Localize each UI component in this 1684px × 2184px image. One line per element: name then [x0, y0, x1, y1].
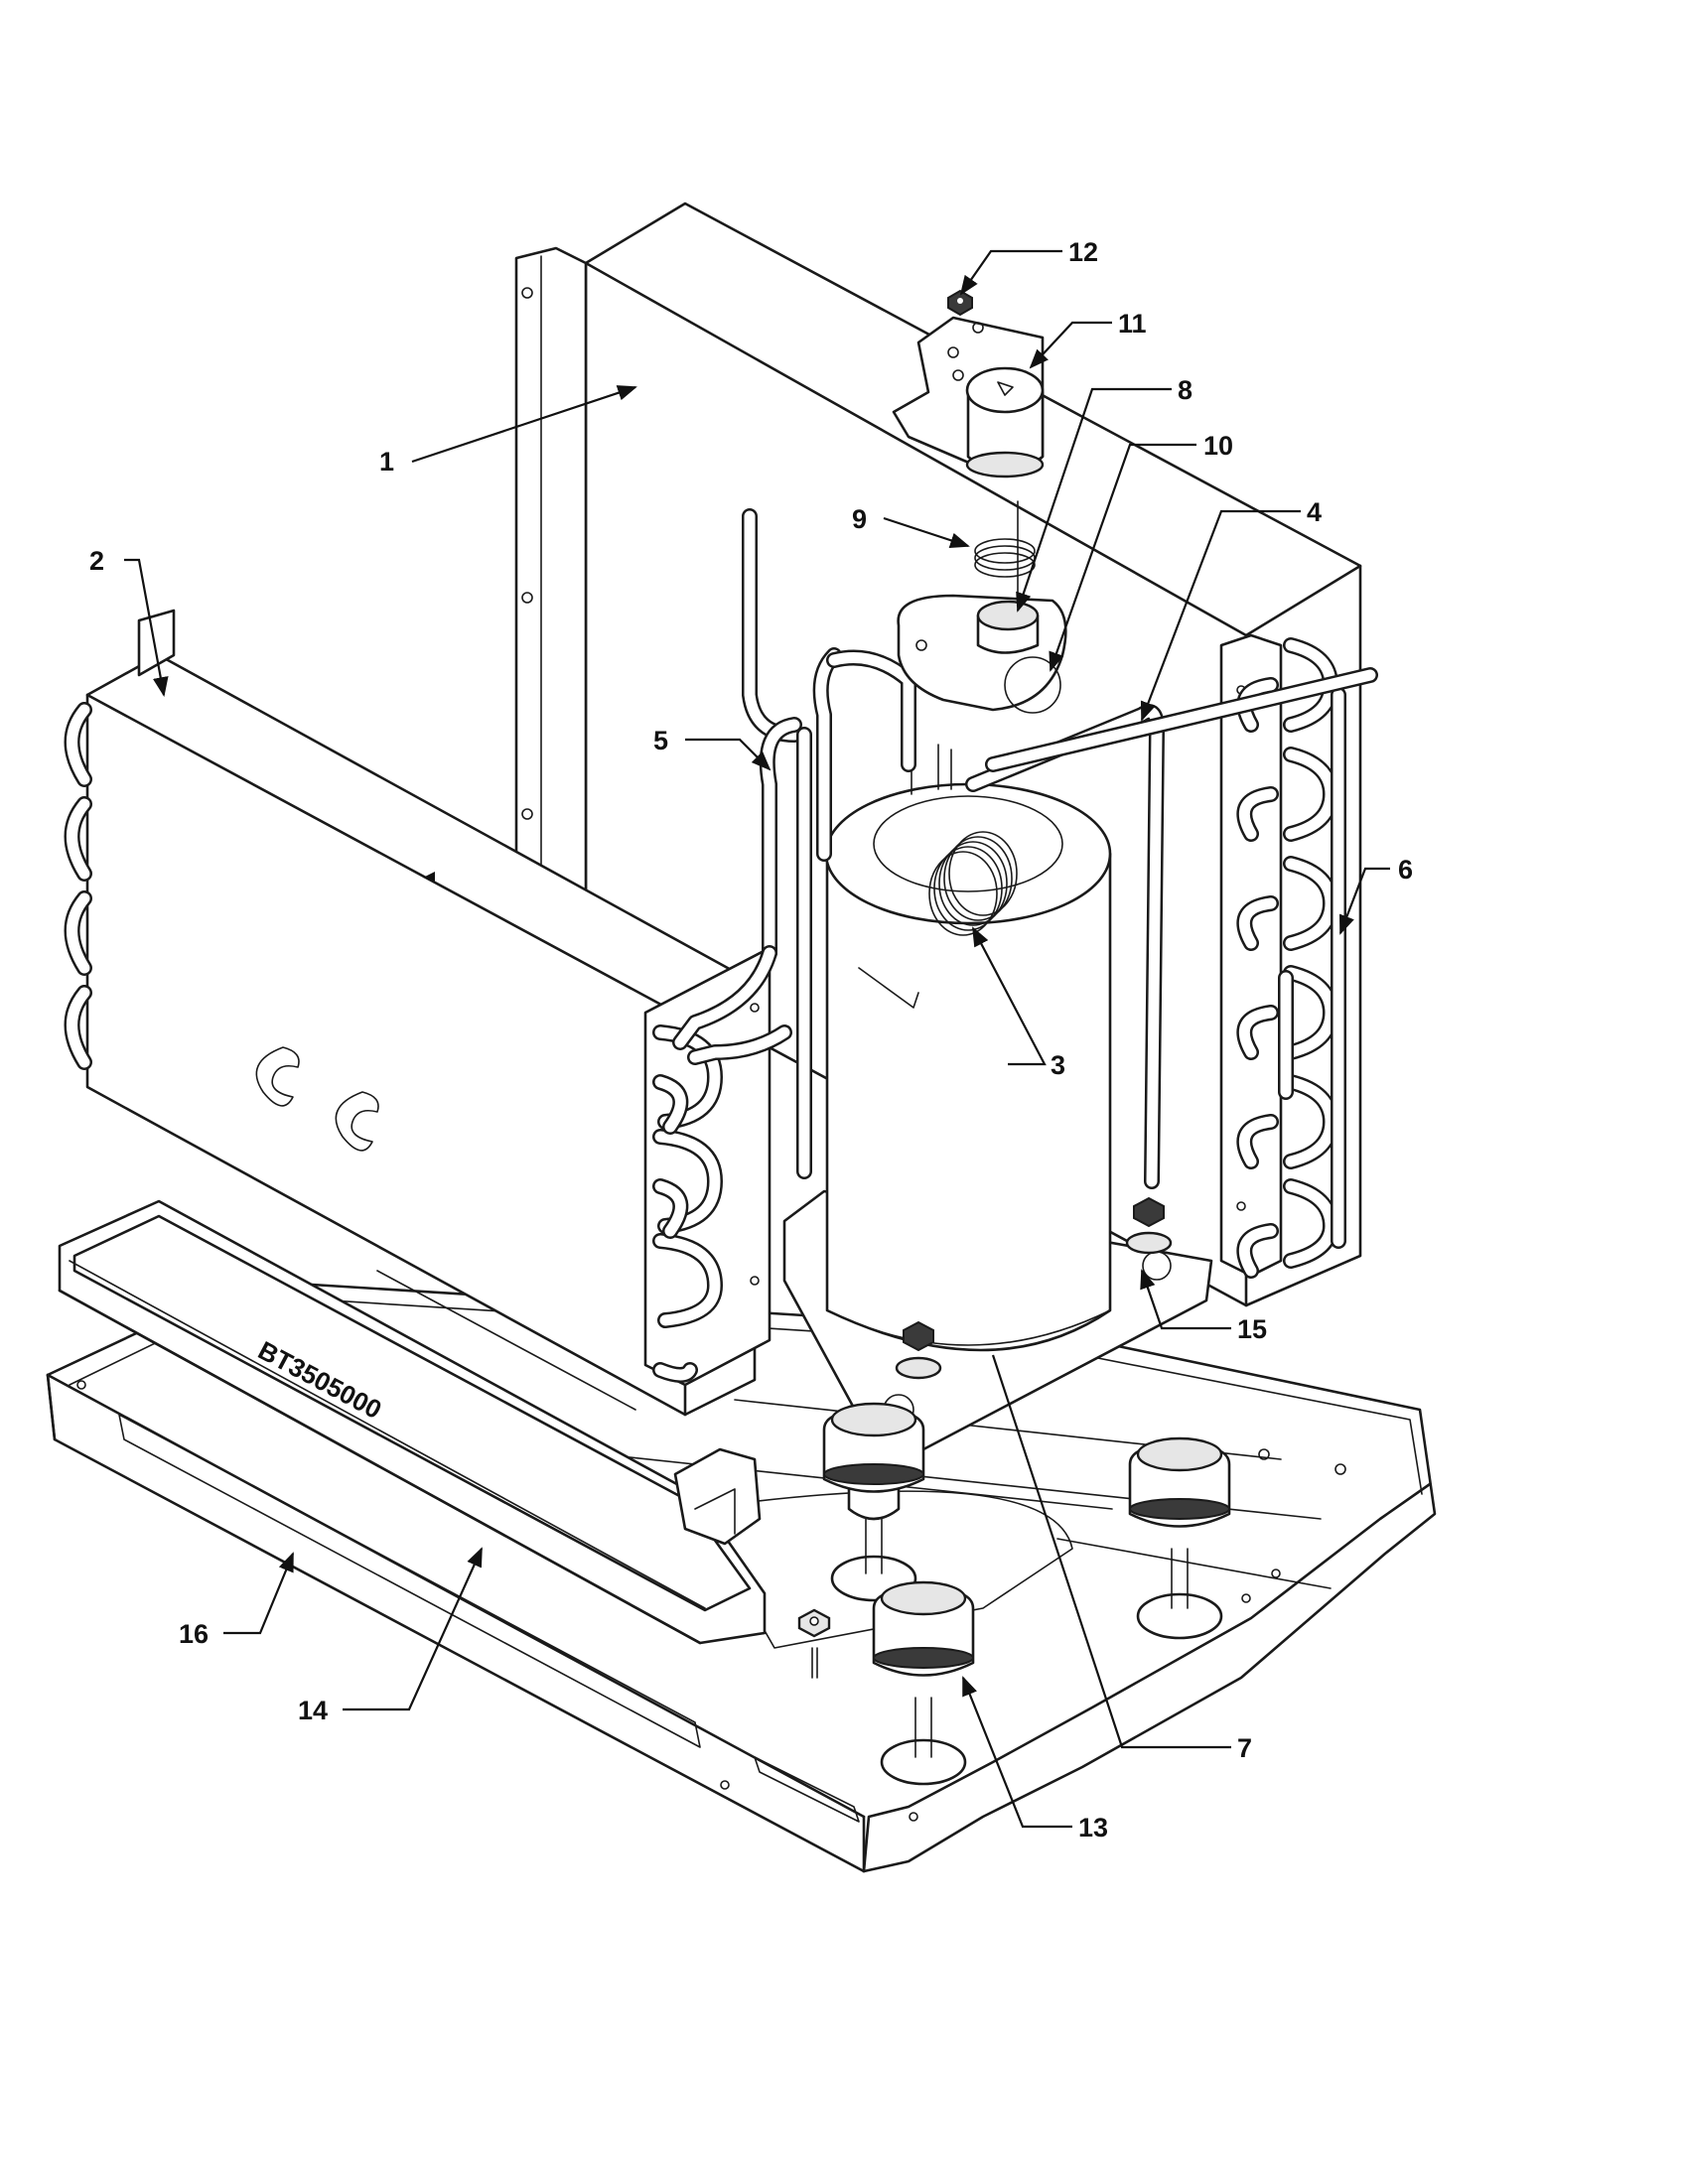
terminal-cover: [892, 316, 1045, 478]
condenser-header: [1278, 687, 1346, 1249]
terminal-nut: [947, 289, 973, 317]
callout-10: 10: [1203, 431, 1233, 461]
loose-nut: [797, 1608, 831, 1679]
isolator-mount-1: [822, 1402, 925, 1602]
compressor-bolt-left: [895, 1320, 942, 1380]
callout-5: 5: [653, 726, 668, 755]
callout-7: 7: [1237, 1733, 1252, 1763]
callout-6: 6: [1398, 855, 1413, 885]
callout-14: 14: [298, 1696, 328, 1725]
callout-1: 1: [379, 447, 394, 477]
callout-labels: 1 2 3 4 5 6 7 8 9 10 11 12 13 14 15 16: [89, 237, 1413, 1843]
compressor-bolt-right: [1125, 1196, 1173, 1255]
callout-16: 16: [179, 1619, 209, 1649]
callout-13: 13: [1078, 1813, 1108, 1843]
capillary-coil: [928, 831, 1018, 936]
callout-12: 12: [1068, 237, 1098, 267]
isolator-mount-3: [872, 1580, 975, 1786]
callout-leaders: [124, 249, 1390, 1829]
callout-11: 11: [1118, 309, 1147, 339]
drain-tray: BT3505000: [58, 1199, 767, 1645]
callout-8: 8: [1178, 375, 1193, 405]
compressor: [782, 744, 1213, 1451]
callout-4: 4: [1307, 497, 1322, 527]
isolator-mount-2: [1128, 1436, 1231, 1640]
callout-15: 15: [1237, 1314, 1267, 1344]
callout-3: 3: [1051, 1050, 1065, 1080]
evaporator-coil: [64, 609, 772, 1417]
callout-2: 2: [89, 546, 104, 576]
refrigerant-piping: [672, 508, 1378, 1189]
callout-9: 9: [852, 504, 867, 534]
